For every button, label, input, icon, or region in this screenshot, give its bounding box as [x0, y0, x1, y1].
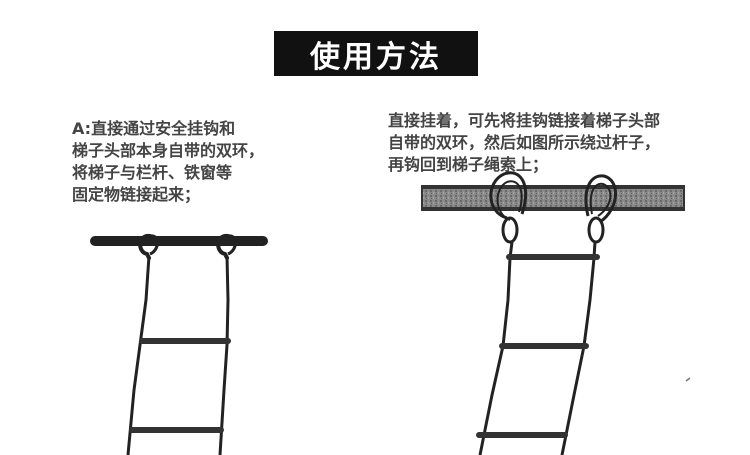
ladder-rope-left: [126, 255, 151, 455]
page-title: 使用方法: [310, 39, 442, 75]
ladder-rung: [499, 343, 589, 349]
method-a-line: 将梯子与栏杆、铁窗等: [72, 163, 233, 182]
ladder-rung: [476, 432, 568, 438]
wrapped-hook-icon: [496, 180, 523, 221]
safety-hook-icon: [216, 233, 230, 260]
ladder-rung: [506, 254, 600, 260]
ladder-ring-icon: [587, 216, 605, 244]
method-a-line: A:直接通过安全挂钩和: [72, 119, 236, 138]
ladder-b: [421, 171, 691, 455]
ladder-rung: [139, 338, 231, 344]
railing-bar: [90, 236, 268, 246]
ladder-rope-right: [218, 255, 230, 455]
wrapped-hook-icon: [584, 174, 617, 224]
safety-hook-icon: [227, 234, 237, 256]
ladder-ring-icon: [501, 216, 519, 244]
safety-hook-icon: [138, 233, 152, 260]
wrapped-hook-icon: [589, 182, 612, 217]
title-banner: 使用方法: [274, 31, 478, 76]
method-a-line: 固定物链接起来；: [72, 185, 201, 204]
scribble-mark: [685, 377, 691, 382]
ladder-rung: [129, 427, 224, 433]
safety-hook-icon: [149, 234, 159, 256]
method-b-line: 直接挂着，可先将挂钩链接着梯子头部: [388, 111, 661, 130]
ladder-a: [90, 233, 268, 455]
method-b-caption: 直接挂着，可先将挂钩链接着梯子头部 自带的双环，然后如图所示绕过杆子， 再钩回到…: [388, 110, 660, 176]
method-b-line: 自带的双环，然后如图所示绕过杆子，: [388, 133, 661, 152]
pole: [421, 185, 685, 211]
wrapped-hook-icon: [489, 171, 528, 220]
method-b-line: 再钩回到梯子绳索上；: [388, 155, 549, 174]
method-a-caption: A:直接通过安全挂钩和 梯子头部本身自带的双环， 将梯子与栏杆、铁窗等 固定物链…: [72, 118, 264, 206]
method-a-line: 梯子头部本身自带的双环，: [72, 141, 265, 160]
